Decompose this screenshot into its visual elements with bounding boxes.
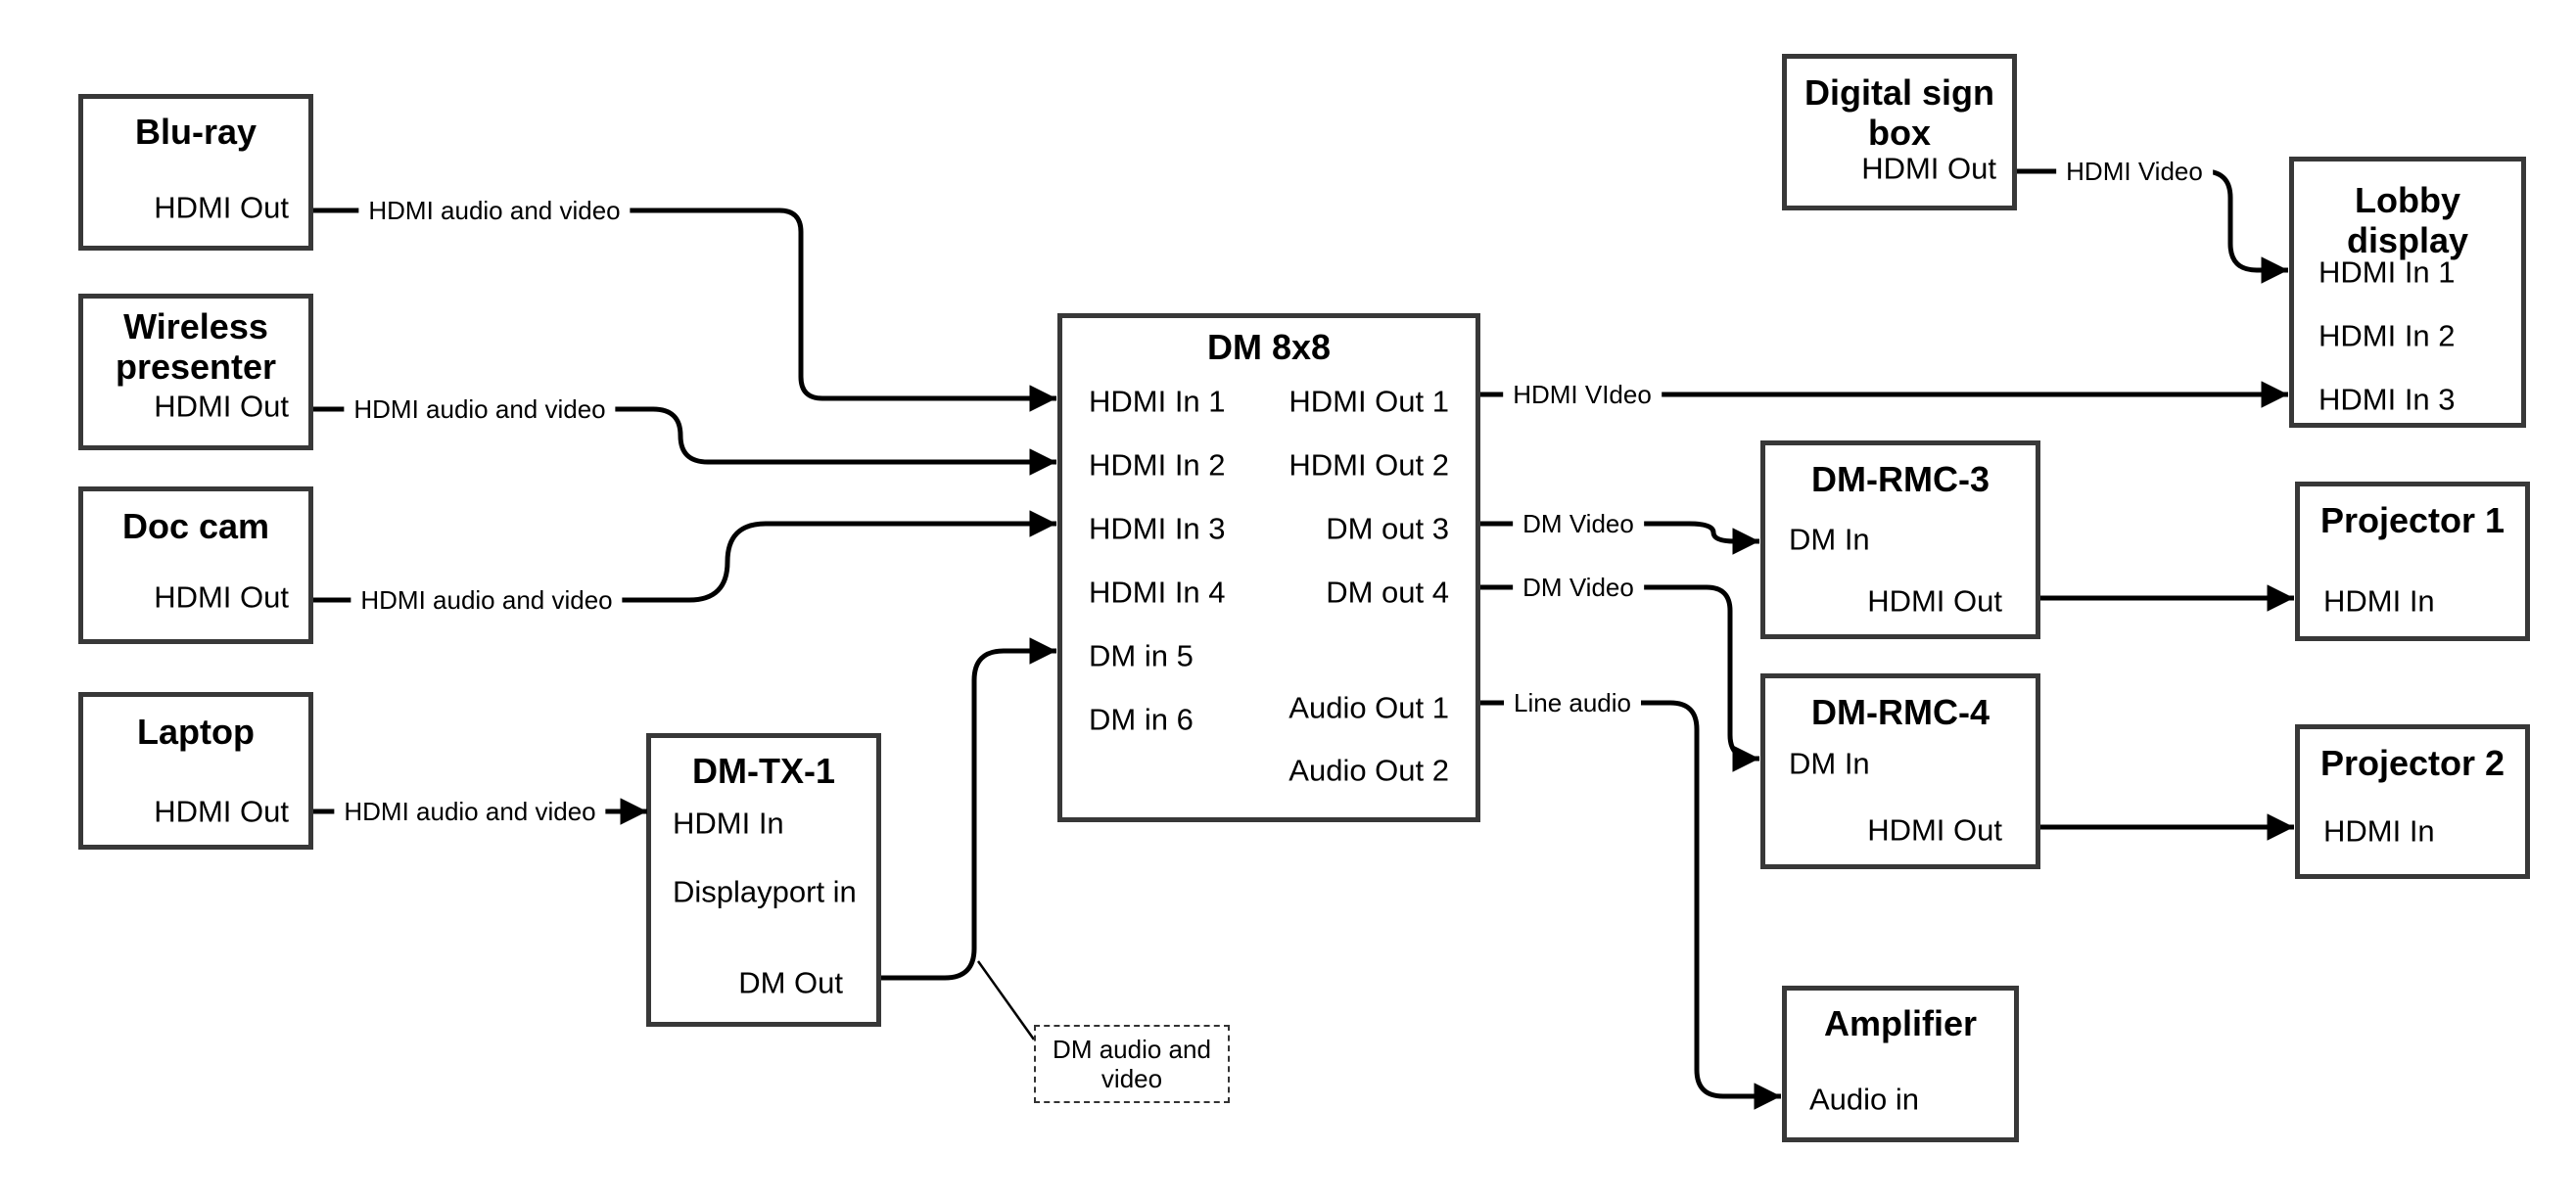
connector-digitalsign-to-lobby-hdmi-in-1 bbox=[2017, 168, 2288, 284]
port-displayport-in: Displayport in bbox=[673, 874, 857, 909]
node-title: Projector 1 bbox=[2319, 500, 2506, 540]
node-title: Laptop bbox=[137, 712, 255, 752]
node-title: Projector 2 bbox=[2319, 743, 2506, 783]
node-title: Doc cam bbox=[121, 506, 270, 546]
node-title: Blu-ray bbox=[134, 112, 258, 152]
port-hdmi-in: HDMI In bbox=[673, 806, 784, 841]
edge-label-hdmi-audio-video-3: HDMI audio and video bbox=[351, 585, 623, 615]
node-title: DM-RMC-4 bbox=[1811, 692, 1990, 732]
edge-label-hdmi-video: HDMI Video bbox=[2056, 157, 2213, 186]
edge-label-line-audio: Line audio bbox=[1504, 688, 1641, 717]
port-hdmi-out: HDMI Out bbox=[1867, 583, 2002, 619]
callout-line-dm-audio-video bbox=[976, 960, 1036, 1040]
edge-label-hdmi-video-caps: HDMI VIdeo bbox=[1503, 380, 1662, 409]
node-projector-1: Projector 1 HDMI In bbox=[2295, 482, 2530, 641]
port-hdmi-in-3: HDMI In 3 bbox=[1089, 511, 1226, 546]
port-dm-out-3: DM out 3 bbox=[1326, 511, 1449, 546]
port-dm-out-4: DM out 4 bbox=[1326, 575, 1449, 610]
port-dm-in: DM In bbox=[1789, 522, 1870, 557]
node-projector-2: Projector 2 HDMI In bbox=[2295, 724, 2530, 879]
connector-dmtx1-dm-out-to-dm8x8-dm-in-5 bbox=[881, 637, 1056, 981]
node-wireless-presenter: Wireless presenter HDMI Out bbox=[78, 294, 313, 450]
node-title: DM-TX-1 bbox=[692, 751, 835, 791]
node-title: Amplifier bbox=[1823, 1003, 1978, 1043]
connector-dm8x8-dm-out-4-to-dmrmc4-dm-in bbox=[1480, 584, 1759, 772]
node-dm-8x8-switcher: DM 8x8 HDMI In 1 HDMI In 2 HDMI In 3 HDM… bbox=[1057, 313, 1480, 822]
node-laptop: Laptop HDMI Out bbox=[78, 692, 313, 850]
edge-label-hdmi-audio-video-2: HDMI audio and video bbox=[344, 394, 616, 424]
port-hdmi-in-2: HDMI In 2 bbox=[2318, 318, 2456, 353]
node-title: DM 8x8 bbox=[1206, 327, 1332, 367]
port-dm-in-5: DM in 5 bbox=[1089, 638, 1194, 673]
port-hdmi-out: HDMI Out bbox=[154, 579, 289, 615]
annotation-line-2: video bbox=[1101, 1064, 1163, 1093]
port-hdmi-in-2: HDMI In 2 bbox=[1089, 447, 1226, 483]
node-lobby-display: Lobby display HDMI In 1 HDMI In 2 HDMI I… bbox=[2289, 157, 2526, 428]
node-title: DM-RMC-3 bbox=[1811, 459, 1990, 499]
port-audio-in: Audio in bbox=[1809, 1082, 1920, 1117]
port-dm-in-6: DM in 6 bbox=[1089, 702, 1194, 737]
annotation-line-1: DM audio and bbox=[1053, 1035, 1211, 1064]
port-dm-out: DM Out bbox=[738, 965, 843, 1000]
edge-label-hdmi-audio-video-4: HDMI audio and video bbox=[334, 797, 606, 826]
node-dm-tx-1: DM-TX-1 HDMI In Displayport in DM Out bbox=[646, 733, 881, 1027]
port-hdmi-in-1: HDMI In 1 bbox=[1089, 384, 1226, 419]
connector-dm8x8-audio-out-1-to-amplifier-audio-in bbox=[1480, 700, 1781, 1110]
port-hdmi-in: HDMI In bbox=[2323, 583, 2435, 619]
node-title: Digital sign box bbox=[1803, 72, 1994, 153]
port-hdmi-in-3: HDMI In 3 bbox=[2318, 382, 2456, 417]
port-audio-out-1: Audio Out 1 bbox=[1288, 690, 1449, 725]
node-amplifier: Amplifier Audio in bbox=[1782, 986, 2019, 1142]
edge-label-hdmi-audio-video-1: HDMI audio and video bbox=[358, 196, 631, 225]
edge-label-dm-video-1: DM Video bbox=[1513, 509, 1644, 538]
node-dm-rmc-3: DM-RMC-3 DM In HDMI Out bbox=[1760, 440, 2040, 639]
annotation-dm-audio-video: DM audio and video bbox=[1034, 1025, 1230, 1103]
port-audio-out-2: Audio Out 2 bbox=[1288, 753, 1449, 788]
port-hdmi-out-2: HDMI Out 2 bbox=[1288, 447, 1449, 483]
port-hdmi-in-1: HDMI In 1 bbox=[2318, 254, 2456, 290]
port-hdmi-out-1: HDMI Out 1 bbox=[1288, 384, 1449, 419]
port-hdmi-out: HDMI Out bbox=[154, 389, 289, 424]
port-hdmi-in-4: HDMI In 4 bbox=[1089, 575, 1226, 610]
connector-bluray-to-dm8x8-hdmi-in-1 bbox=[313, 208, 1056, 412]
node-dm-rmc-4: DM-RMC-4 DM In HDMI Out bbox=[1760, 673, 2040, 869]
node-title: Lobby display bbox=[2346, 180, 2469, 260]
node-doc-cam: Doc cam HDMI Out bbox=[78, 486, 313, 644]
port-hdmi-out: HDMI Out bbox=[1867, 812, 2002, 848]
port-hdmi-out: HDMI Out bbox=[154, 794, 289, 829]
port-hdmi-out: HDMI Out bbox=[1861, 151, 1996, 186]
port-dm-in: DM In bbox=[1789, 746, 1870, 781]
node-digital-sign-box: Digital sign box HDMI Out bbox=[1782, 54, 2017, 210]
node-blu-ray: Blu-ray HDMI Out bbox=[78, 94, 313, 251]
edge-label-dm-video-2: DM Video bbox=[1513, 573, 1644, 602]
port-hdmi-in: HDMI In bbox=[2323, 813, 2435, 849]
port-hdmi-out: HDMI Out bbox=[154, 190, 289, 225]
node-title: Wireless presenter bbox=[115, 306, 277, 387]
